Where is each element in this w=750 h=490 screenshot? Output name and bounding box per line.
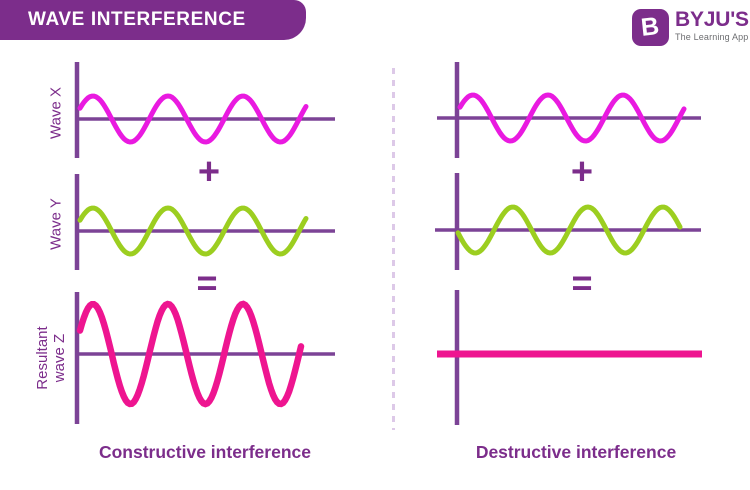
left-resultant-plot	[74, 292, 335, 424]
right-equals-sign: =	[571, 262, 593, 303]
wave-y-curve	[77, 205, 309, 257]
right-plus-sign: +	[570, 151, 594, 193]
left-wave-x-plot	[74, 62, 335, 158]
page-title: WAVE INTERFERENCE	[28, 9, 246, 30]
byjus-logo: B BYJU'S The Learning App	[632, 9, 749, 46]
left-wave-y-plot	[74, 174, 335, 270]
wave-y-curve	[455, 204, 683, 256]
constructive-caption: Constructive interference	[98, 442, 311, 462]
byjus-b-monogram: B	[640, 12, 661, 42]
title-banner: WAVE INTERFERENCE	[0, 0, 306, 40]
byjus-logo-text: BYJU'S The Learning App	[675, 8, 749, 43]
panel-divider	[392, 68, 395, 430]
left-plus-sign: +	[197, 151, 221, 193]
resultant-wave-z-label: Resultant wave Z	[34, 326, 68, 389]
destructive-caption: Destructive interference	[475, 442, 677, 462]
right-resultant-plot	[437, 290, 702, 425]
byjus-tagline: The Learning App	[675, 32, 749, 42]
resultant-label-line1: Resultant	[34, 326, 51, 390]
right-wave-y-plot	[435, 173, 701, 270]
wave-x-curve	[457, 92, 687, 144]
resultant-wave-curve	[76, 300, 305, 408]
wave-x-label: Wave X	[47, 87, 65, 139]
wave-x-curve	[77, 93, 309, 145]
right-wave-x-plot	[437, 62, 701, 158]
byjus-brand-name: BYJU'S	[675, 8, 749, 31]
wave-y-label: Wave Y	[47, 198, 65, 250]
left-equals-sign: =	[196, 262, 218, 303]
resultant-label-line2: wave Z	[51, 333, 68, 383]
byjus-logo-icon: B	[632, 9, 669, 46]
